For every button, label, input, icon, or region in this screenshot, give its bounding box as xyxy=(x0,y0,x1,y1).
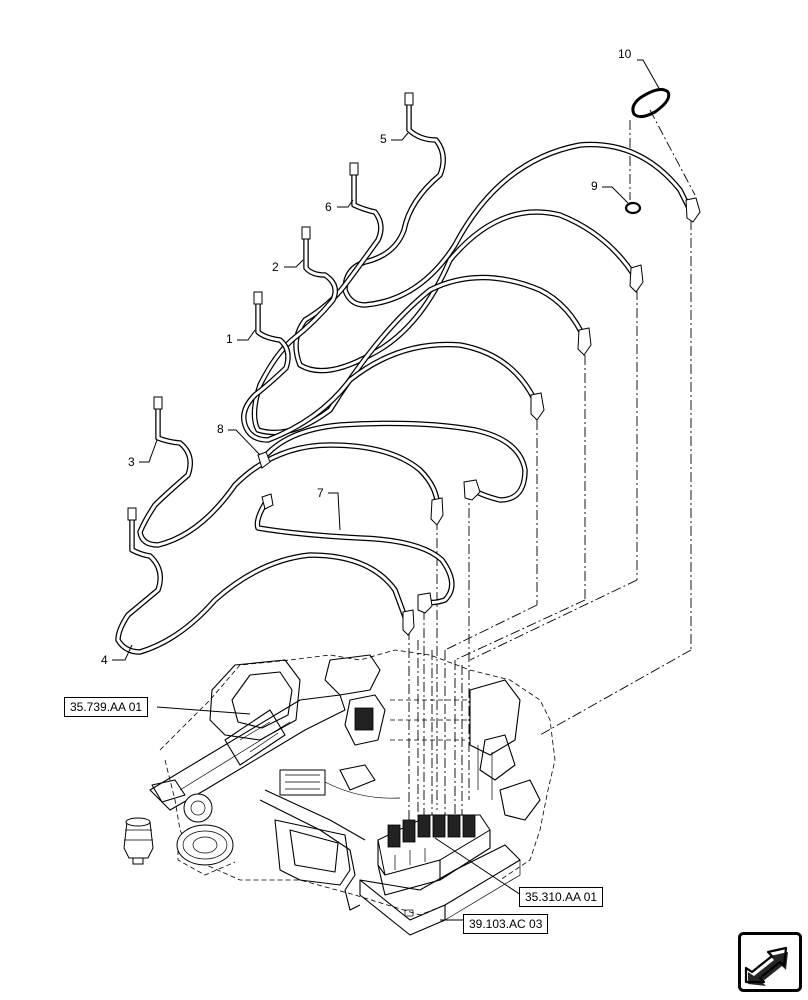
control-valve-block xyxy=(377,814,491,896)
callout-7: 7 xyxy=(317,486,324,500)
fittings xyxy=(127,92,701,636)
small-parts xyxy=(624,88,671,215)
arrow-navigation-icon[interactable] xyxy=(738,932,802,992)
callout-6: 6 xyxy=(325,200,332,214)
hoses xyxy=(115,95,694,655)
callout-3: 3 xyxy=(128,455,135,469)
callout-10: 10 xyxy=(618,47,632,61)
connection-lines xyxy=(408,109,696,820)
hose-1 xyxy=(241,294,540,443)
callout-9: 9 xyxy=(591,179,598,193)
oring-part-10 xyxy=(631,88,671,119)
callout-1: 1 xyxy=(226,332,233,346)
callout-4: 4 xyxy=(101,653,108,667)
callout-numbers: 10 9 5 6 2 1 3 8 7 4 xyxy=(101,47,632,667)
callout-8: 8 xyxy=(217,422,224,436)
hose-7 xyxy=(254,499,455,606)
hose-4 xyxy=(115,510,411,655)
callout-2: 2 xyxy=(272,260,279,274)
washer-part-9 xyxy=(624,201,642,215)
machine-frame xyxy=(123,649,556,936)
reference-box-35-739[interactable]: 35.739.AA 01 xyxy=(64,697,149,717)
leaders xyxy=(112,59,661,921)
callout-5: 5 xyxy=(380,132,387,146)
hose-8 xyxy=(259,420,528,503)
reference-box-35-310[interactable]: 35.310.AA 01 xyxy=(519,887,604,907)
reference-box-39-103[interactable]: 39.103.AC 03 xyxy=(463,914,549,934)
